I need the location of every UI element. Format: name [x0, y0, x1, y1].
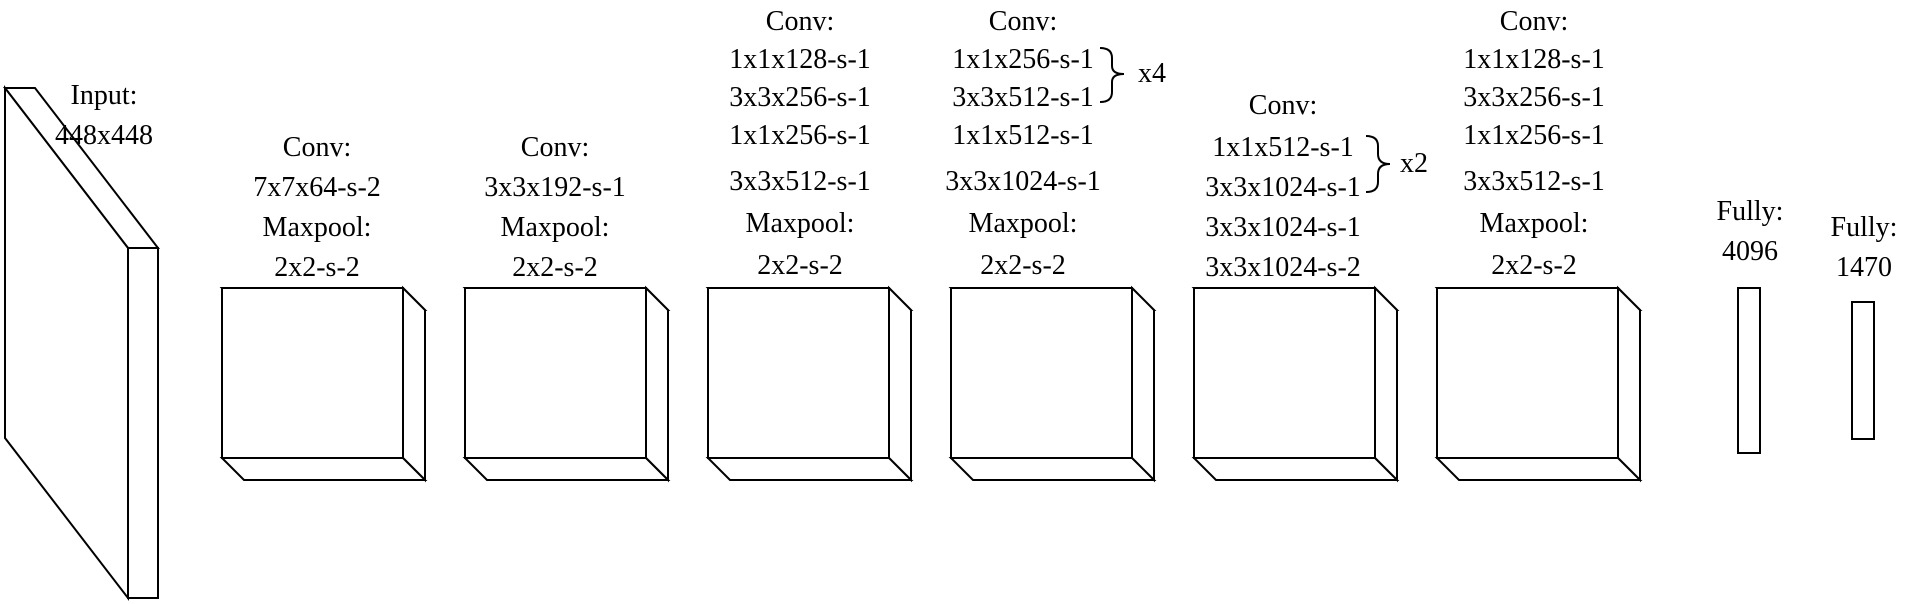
fc1-title: Fully: [1717, 196, 1784, 227]
layer3-line3: 3x3x256-s-1 [729, 82, 871, 113]
layer2-line3: Maxpool: [501, 212, 610, 243]
fc1-size: 4096 [1722, 236, 1778, 267]
layer1-line2: 7x7x64-s-2 [253, 172, 381, 203]
input-title: Input: [71, 80, 138, 111]
conv-block-4 [948, 285, 1157, 483]
conv-block-5 [1191, 285, 1400, 483]
conv-block-2 [462, 285, 671, 483]
layer4-line1: Conv: [989, 6, 1057, 37]
layer4-line5: 3x3x1024-s-1 [945, 166, 1101, 197]
layer6-line5: 3x3x512-s-1 [1463, 166, 1605, 197]
conv-block-6 [1434, 285, 1643, 483]
layer4-line2: 1x1x256-s-1 [952, 44, 1094, 75]
layer5-line1: Conv: [1249, 90, 1317, 121]
layer1-line4: 2x2-s-2 [274, 252, 360, 283]
layer1-line3: Maxpool: [263, 212, 372, 243]
layer6-line7: 2x2-s-2 [1491, 250, 1577, 281]
layer1-line1: Conv: [283, 132, 351, 163]
layer6-line6: Maxpool: [1480, 208, 1589, 239]
layer3-line5: 3x3x512-s-1 [729, 166, 871, 197]
fc-block-2 [1851, 301, 1875, 440]
layer3-line1: Conv: [766, 6, 834, 37]
layer5-repeat-label: x2 [1400, 148, 1428, 179]
repeat-brace-x4 [1099, 47, 1125, 103]
conv-block-1 [219, 285, 428, 483]
input-block [2, 85, 161, 601]
fc-block-1 [1737, 287, 1761, 454]
layer2-line4: 2x2-s-2 [512, 252, 598, 283]
layer4-repeat-label: x4 [1138, 58, 1166, 89]
layer3-line4: 1x1x256-s-1 [729, 120, 871, 151]
layer4-line6: Maxpool: [969, 208, 1078, 239]
layer4-line3: 3x3x512-s-1 [952, 82, 1094, 113]
layer4-line7: 2x2-s-2 [980, 250, 1066, 281]
layer6-line4: 1x1x256-s-1 [1463, 120, 1605, 151]
layer6-line3: 3x3x256-s-1 [1463, 82, 1605, 113]
layer5-line4: 3x3x1024-s-1 [1205, 212, 1361, 243]
conv-block-3 [705, 285, 914, 483]
layer3-line6: Maxpool: [746, 208, 855, 239]
layer6-line2: 1x1x128-s-1 [1463, 44, 1605, 75]
fc2-size: 1470 [1836, 252, 1892, 283]
layer5-line3: 3x3x1024-s-1 [1205, 172, 1361, 203]
fc2-title: Fully: [1831, 212, 1898, 243]
layer5-line2: 1x1x512-s-1 [1212, 132, 1354, 163]
layer3-line7: 2x2-s-2 [757, 250, 843, 281]
input-size: 448x448 [55, 120, 153, 151]
layer6-line1: Conv: [1500, 6, 1568, 37]
layer2-line1: Conv: [521, 132, 589, 163]
layer4-line4: 1x1x512-s-1 [952, 120, 1094, 151]
layer5-line5: 3x3x1024-s-2 [1205, 252, 1361, 283]
repeat-brace-x2 [1365, 135, 1391, 193]
layer3-line2: 1x1x128-s-1 [729, 44, 871, 75]
layer2-line2: 3x3x192-s-1 [484, 172, 626, 203]
